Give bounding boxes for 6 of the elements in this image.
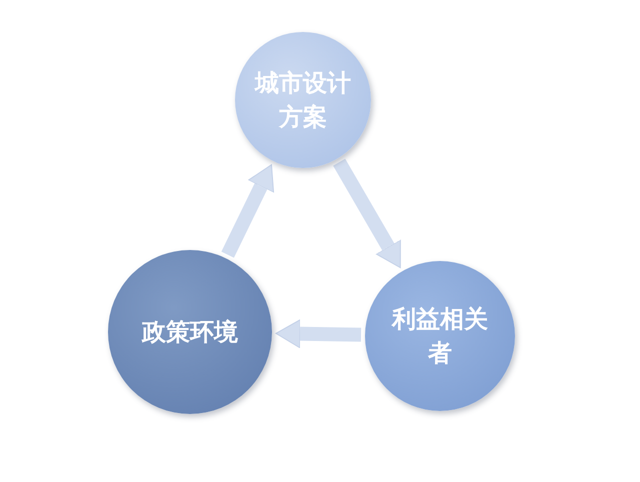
node-label: 利益相关者 [390, 304, 489, 369]
node-label: 政策环境 [140, 317, 239, 348]
block-arrow [333, 158, 401, 268]
node-label: 城市设计方案 [253, 68, 352, 133]
block-arrow [221, 164, 274, 258]
block-arrow [276, 319, 362, 348]
